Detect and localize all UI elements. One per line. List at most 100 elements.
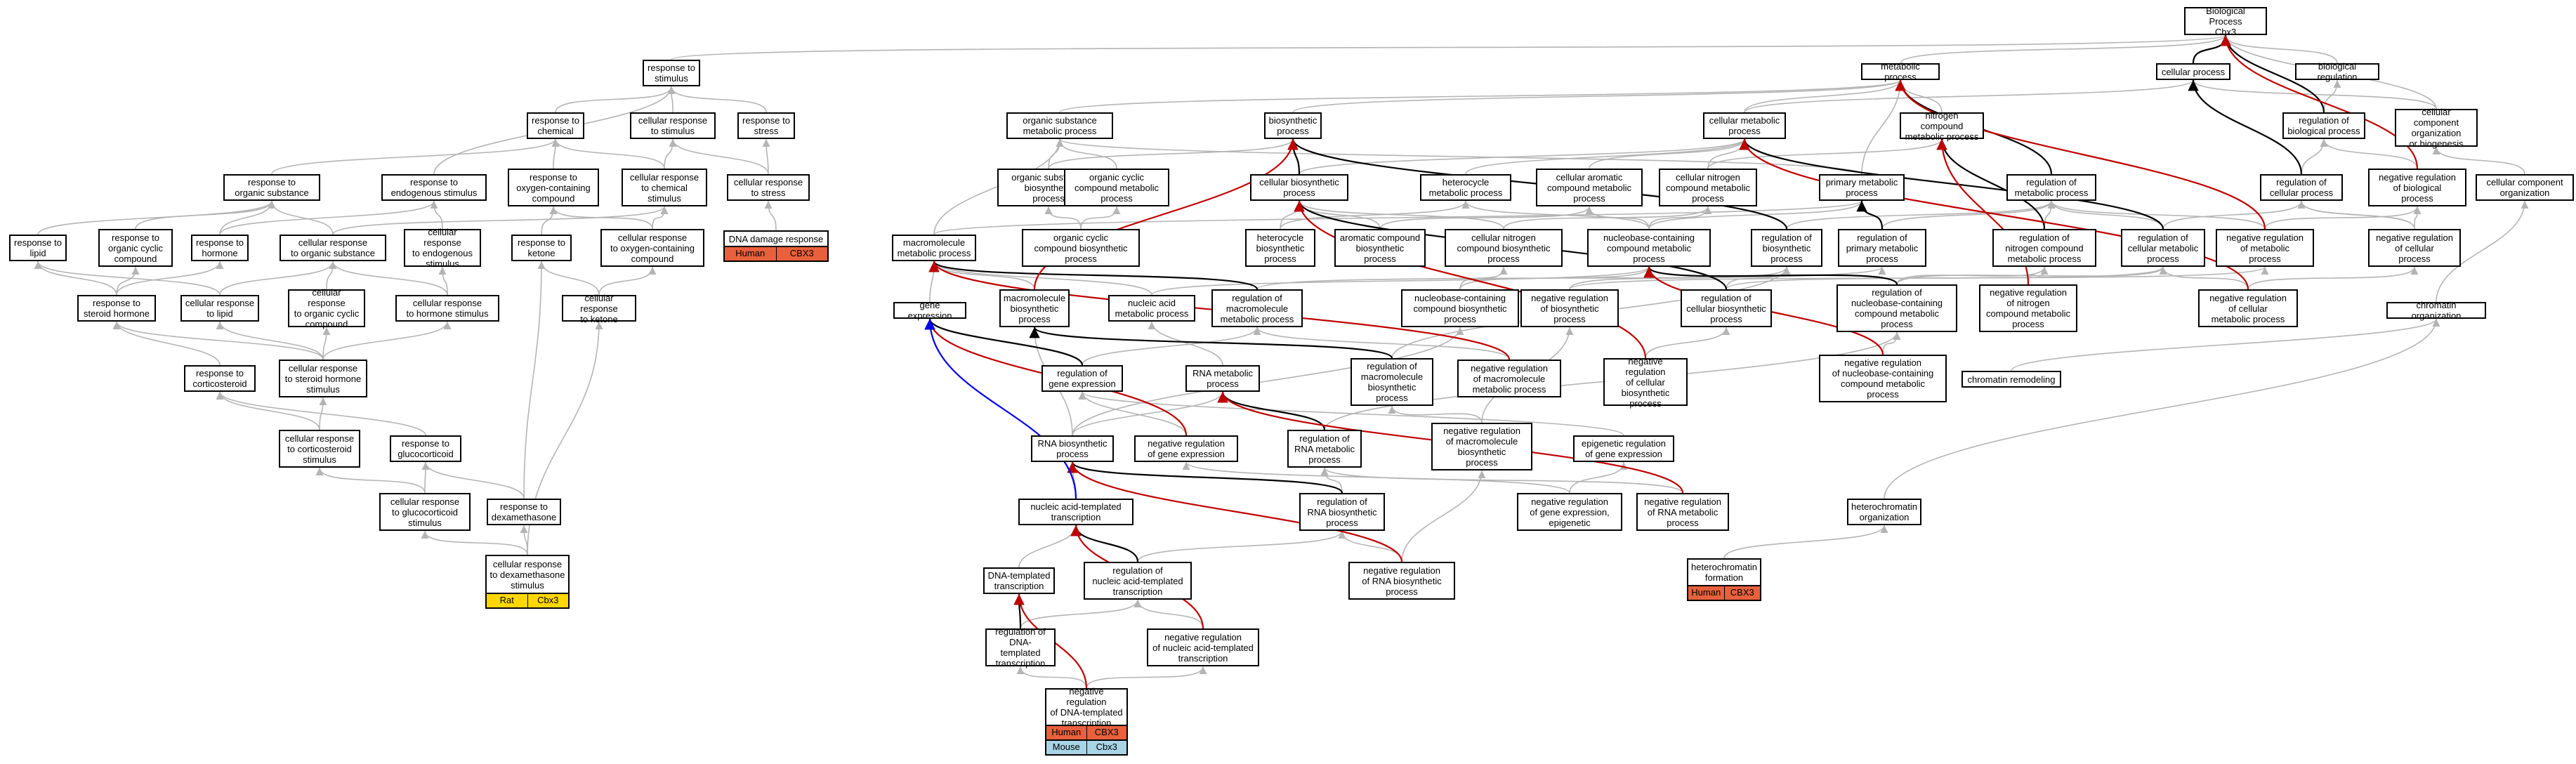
go-term-node-rnabp[interactable]: RNA biosynthetic process [1031,435,1114,462]
go-term-node-namp[interactable]: nucleic acid metabolic process [1108,295,1195,322]
go-term-node-regncmp[interactable]: regulation of nitrogen compound metaboli… [1992,229,2096,267]
go-term-node-negregmacromp[interactable]: negative regulation of macromolecule met… [1457,360,1561,397]
go-term-node-hbp[interactable]: heterocycle biosynthetic process [1245,229,1315,267]
go-term-node-natt[interactable]: nucleic acid-templated transcription [1018,499,1133,525]
go-term-node-regbp[interactable]: regulation of biological process [2282,112,2365,139]
go-term-node-rocc[interactable]: response to organic cyclic compound [98,229,173,267]
go-term-node-crhorm[interactable]: cellular response to hormone stimulus [395,295,499,322]
go-term-node-nbcmp[interactable]: nucleobase-containing compound metabolic… [1587,229,1711,267]
go-term-node-rnamp[interactable]: RNA metabolic process [1185,365,1260,392]
go-term-node-dnatt[interactable]: DNA-templated transcription [983,567,1055,594]
go-term-node-bp[interactable]: Biological Process Cbx3 [2184,6,2267,37]
go-term-node-crlipid[interactable]: cellular response to lipid [180,295,259,322]
go-term-node-cmp[interactable]: cellular metabolic process [1703,112,1786,139]
go-term-node-rcort[interactable]: response to corticosteroid [184,365,256,392]
go-term-node-acbp[interactable]: aromatic compound biosynthetic process [1334,229,1426,267]
go-term-node-biosyn[interactable]: biosynthetic process [1264,112,1322,139]
go-term-node-negregcbp[interactable]: negative regulation of cellular biosynth… [1603,356,1688,409]
go-term-node-neggeneexpepi[interactable]: negative regulation of gene expression, … [1517,493,1622,531]
go-term-node-crocc[interactable]: cellular response to organic cyclic comp… [288,287,365,329]
go-term-node-regnatt[interactable]: regulation of nucleic acid-templated tra… [1084,562,1192,600]
go-term-node-mp[interactable]: metabolic process [1861,61,1940,82]
go-term-node-neggeneexp[interactable]: negative regulation of gene expression [1134,435,1238,462]
go-term-node-negregdnatt[interactable]: negative regulation of DNA-templated tra… [1045,686,1128,728]
go-term-node-regmp[interactable]: regulation of metabolic process [2006,174,2096,201]
go-term-node-regrnabp[interactable]: regulation of RNA biosynthetic process [1299,493,1385,531]
go-term-node-reggeneexp[interactable]: regulation of gene expression [1041,365,1123,392]
go-term-node-regcp[interactable]: regulation of cellular process [2260,174,2343,201]
go-term-node-negregbiosyn[interactable]: negative regulation of biosynthetic proc… [1520,289,1619,327]
go-term-node-breg[interactable]: biological regulation [2295,61,2379,82]
go-term-node-macrobp[interactable]: macromolecule biosynthetic process [999,289,1070,327]
go-term-node-regbiosyn[interactable]: regulation of biosynthetic process [1751,229,1822,267]
go-term-node-crendo[interactable]: cellular response to endogenous stimulus [404,227,481,269]
go-term-node-rchem[interactable]: response to chemical [527,112,584,139]
go-term-node-croxy[interactable]: cellular response to oxygen-containing c… [600,229,704,267]
go-term-node-regcbp[interactable]: regulation of cellular biosynthetic proc… [1681,289,1772,327]
go-term-node-regprim[interactable]: regulation of primary metabolic process [1838,229,1926,267]
go-term-node-hetorg[interactable]: heterochromatin organization [1847,499,1921,525]
go-term-node-regdnatt[interactable]: regulation of DNA-templated transcriptio… [985,626,1056,668]
go-term-node-rhorm[interactable]: response to hormone [191,235,249,261]
go-term-node-osmp[interactable]: organic substance metabolic process [1006,112,1113,139]
go-term-node-negregnbcmp[interactable]: negative regulation of nucleobase-contai… [1819,355,1947,402]
go-term-node-crgluco[interactable]: cellular response to glucocorticoid stim… [379,493,471,531]
go-term-node-negregmp[interactable]: negative regulation of metabolic process [2216,229,2314,267]
go-term-node-crchem[interactable]: cellular response to chemical stimulus [622,169,707,206]
go-term-node-cacmp[interactable]: cellular aromatic compound metabolic pro… [1536,169,1643,206]
go-term-node-regrnamp[interactable]: regulation of RNA metabolic process [1287,430,1362,468]
edge-regmacromp-to-macromp [928,261,1259,290]
go-term-label: regulation of cellular biosynthetic proc… [1686,292,1766,324]
go-term-label: negative regulation of gene expression [1148,438,1225,459]
go-term-node-negregnatt[interactable]: negative regulation of nucleic acid-temp… [1147,628,1259,666]
go-term-node-roxy[interactable]: response to oxygen-containing compound [508,169,599,206]
go-term-node-crstress[interactable]: cellular response to stress [727,174,810,201]
go-term-node-dnadr[interactable]: DNA damage response [723,230,829,247]
go-term-node-rgluco[interactable]: response to glucocorticoid [390,435,461,462]
go-term-node-crcort[interactable]: cellular response to corticosteroid stim… [279,430,360,468]
go-term-node-negregbp[interactable]: negative regulation of biological proces… [2368,169,2466,206]
go-term-node-rorg[interactable]: response to organic substance [223,174,320,201]
go-term-node-macromp[interactable]: macromolecule metabolic process [892,235,976,261]
go-term-node-negregcp[interactable]: negative regulation of cellular process [2368,229,2461,267]
go-term-node-rsteroid[interactable]: response to steroid hormone [77,295,156,322]
go-term-node-regnbcmp[interactable]: regulation of nucleobase-containing comp… [1836,284,1957,332]
go-term-node-crdex[interactable]: cellular response to dexamethasone stimu… [485,555,570,594]
go-term-node-cncmp[interactable]: cellular nitrogen compound metabolic pro… [1659,169,1757,206]
go-term-node-crstim[interactable]: cellular response to stimulus [630,112,716,139]
go-term-node-regmacromp[interactable]: regulation of macromolecule metabolic pr… [1211,289,1303,327]
go-term-node-negregcmp[interactable]: negative regulation of cellular metaboli… [2198,289,2298,327]
go-term-node-negregrnamp[interactable]: negative regulation of RNA metabolic pro… [1636,493,1729,531]
go-term-node-regmacrobp[interactable]: regulation of macromolecule biosynthetic… [1351,358,1433,406]
go-term-node-rstim[interactable]: response to stimulus [643,60,700,86]
go-term-node-rdex[interactable]: response to dexamethasone [487,499,561,525]
go-term-node-crsteroid[interactable]: cellular response to steroid hormone sti… [279,360,367,397]
go-term-node-cncbp[interactable]: cellular nitrogen compound biosynthetic … [1445,229,1563,267]
go-term-node-cbp[interactable]: cellular biosynthetic process [1250,174,1348,201]
go-term-node-geneexp[interactable]: gene expression [893,300,966,321]
go-term-node-crorg[interactable]: cellular response to organic substance [280,235,386,261]
go-term-node-occbp[interactable]: organic cyclic compound biosynthetic pro… [1022,229,1140,267]
go-term-node-chromrem[interactable]: chromatin remodeling [1961,371,2061,388]
go-term-node-chromorg[interactable]: chromatin organization [2386,300,2486,321]
go-term-node-nitro[interactable]: nitrogen compound metabolic process [1900,110,1984,142]
go-term-node-cp[interactable]: cellular process [2156,63,2230,80]
go-term-node-ccorg[interactable]: cellular component organization or bioge… [2395,107,2478,149]
go-term-node-rlipid[interactable]: response to lipid [9,235,67,261]
go-term-node-negregrnabp[interactable]: negative regulation of RNA biosynthetic … [1348,562,1455,600]
go-term-node-rendo[interactable]: response to endogenous stimulus [381,174,487,201]
edge-negregmacrobp-to-regmacrobp [1388,405,1483,423]
go-term-node-negregmacrobp[interactable]: negative regulation of macromolecule bio… [1431,423,1532,470]
go-term-node-crketone[interactable]: cellular response to ketone [562,293,636,324]
go-term-node-nbcbp[interactable]: nucleobase-containing compound biosynthe… [1401,289,1519,327]
go-term-node-rstress[interactable]: response to stress [737,112,795,139]
go-term-node-hetform[interactable]: heterochromatin formation [1687,558,1761,586]
go-term-node-regcmp[interactable]: regulation of cellular metabolic process [2121,229,2205,267]
go-term-node-occmp[interactable]: organic cyclic compound metabolic proces… [1064,169,1169,206]
go-term-node-epireg[interactable]: epigenetic regulation of gene expression [1573,435,1674,462]
go-term-node-ccorg2[interactable]: cellular component organization [2476,174,2574,201]
go-term-node-primp[interactable]: primary metabolic process [1819,174,1905,201]
go-term-node-rketone[interactable]: response to ketone [511,235,572,261]
go-term-node-hmp[interactable]: heterocycle metabolic process [1420,174,1511,201]
go-term-node-negregncmp[interactable]: negative regulation of nitrogen compound… [1979,284,2077,332]
